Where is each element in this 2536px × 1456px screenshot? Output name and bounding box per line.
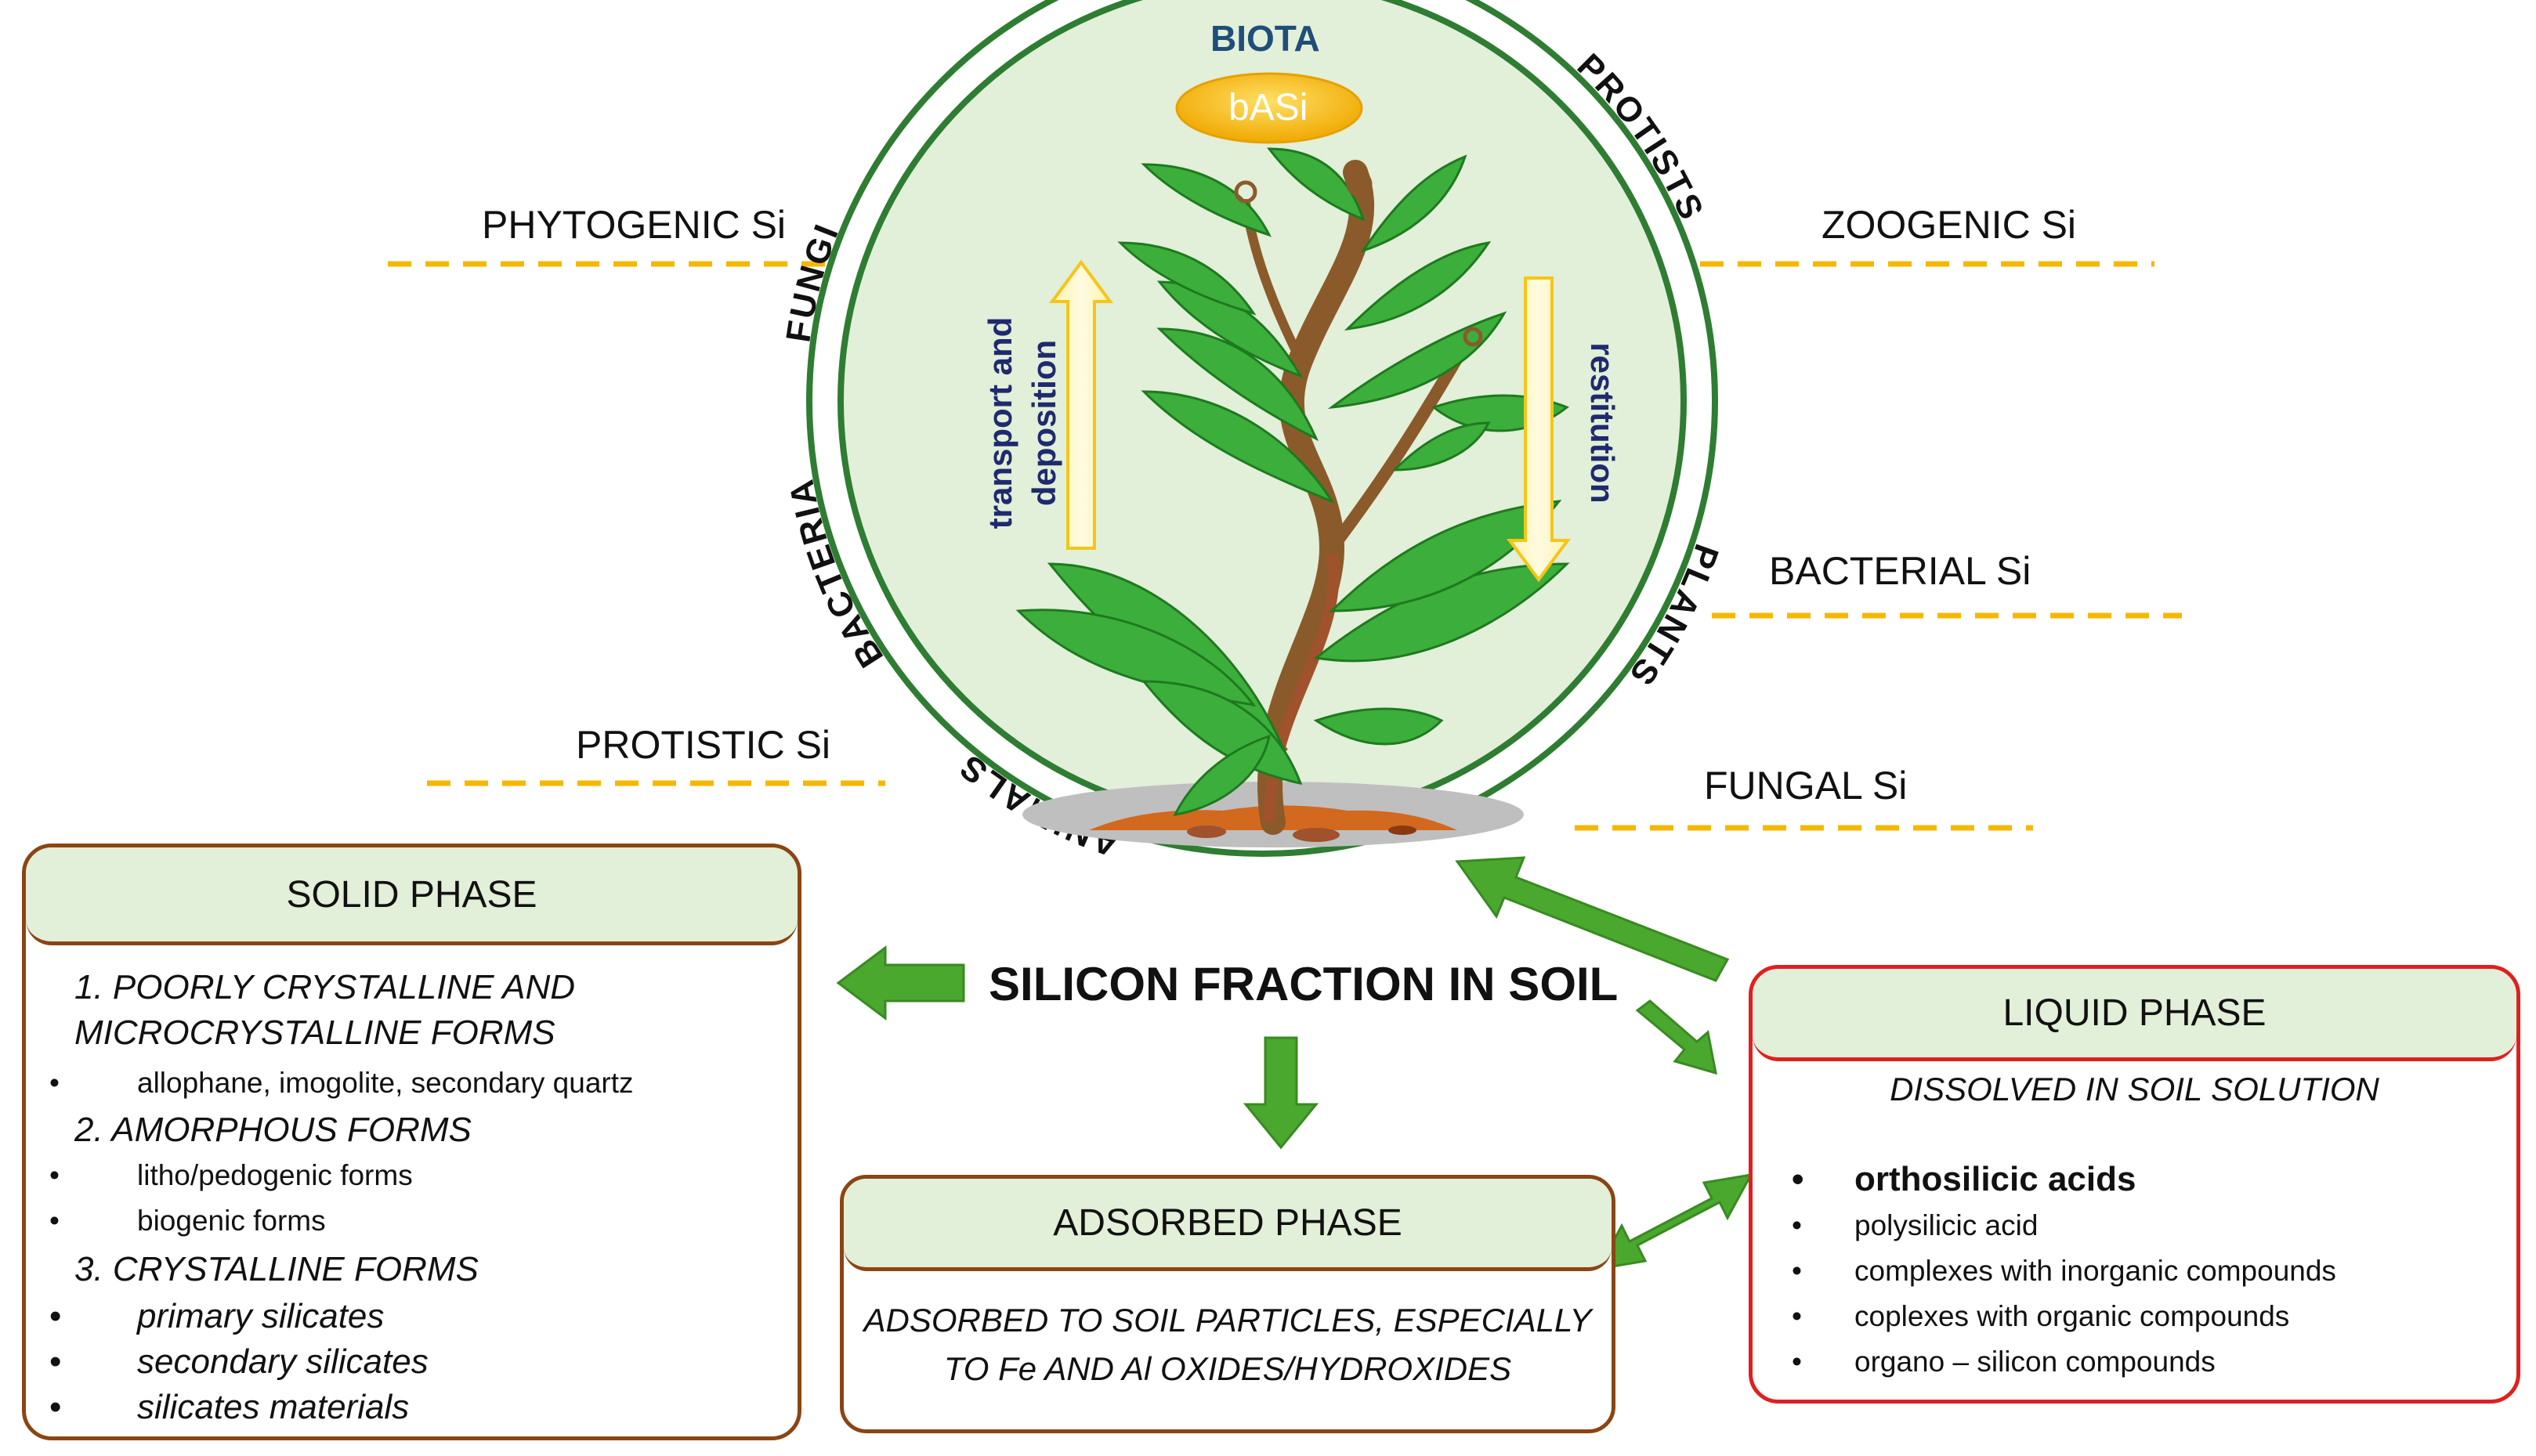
liquid-item-2-text: polysilicic acid bbox=[1854, 1209, 2039, 1241]
solid-h2-item-2-text: biogenic forms bbox=[137, 1205, 326, 1237]
restitution-label: restitution bbox=[1584, 342, 1621, 504]
liquid-item-4-text: coplexes with organic compounds bbox=[1854, 1300, 2290, 1332]
adsorbed-phase-title: ADSORBED PHASE bbox=[1053, 1202, 1402, 1244]
plant-illustration bbox=[1015, 147, 1570, 835]
arrow-to-biota bbox=[1455, 856, 1730, 982]
solid-h1-line2: MICROCRYSTALLINE FORMS bbox=[74, 1013, 555, 1052]
solid-h2-item-1: • litho/pedogenic forms bbox=[49, 1159, 413, 1191]
phytogenic-label: PHYTOGENIC Si bbox=[482, 203, 787, 247]
solid-h3-item-3: • silicates materials bbox=[49, 1388, 410, 1426]
biota-title: BIOTA bbox=[1210, 18, 1320, 59]
liquid-phase-subtitle: DISSOLVED IN SOIL SOLUTION bbox=[1890, 1071, 2379, 1107]
green-arrows bbox=[836, 856, 1753, 1270]
solid-h3: 3. CRYSTALLINE FORMS bbox=[74, 1250, 479, 1288]
protistic-label: PROTISTIC Si bbox=[576, 723, 831, 767]
arrow-to-liquid bbox=[1635, 999, 1717, 1075]
solid-h2-item-1-text: litho/pedogenic forms bbox=[137, 1159, 413, 1191]
liquid-phase-header: LIQUID PHASE bbox=[1753, 969, 2516, 1061]
zoogenic-label: ZOOGENIC Si bbox=[1822, 203, 2077, 247]
dashed-lines bbox=[388, 261, 2182, 831]
solid-h1-line1: 1. POORLY CRYSTALLINE AND bbox=[74, 968, 576, 1006]
solid-h3-item-2: • secondary silicates bbox=[49, 1342, 429, 1381]
bacterial-label: BACTERIAL Si bbox=[1769, 549, 2031, 593]
center-title: SILICON FRACTION IN SOIL bbox=[989, 958, 1619, 1010]
arrow-to-solid bbox=[836, 945, 965, 1021]
solid-h1-item-text: allophane, imogolite, secondary quartz bbox=[137, 1067, 634, 1099]
adsorbed-phase-header: ADSORBED PHASE bbox=[844, 1179, 1612, 1271]
solid-phase-header: SOLID PHASE bbox=[26, 847, 798, 945]
solid-phase-content: 1. POORLY CRYSTALLINE AND MICROCRYSTALLI… bbox=[74, 965, 782, 1056]
solid-phase-title: SOLID PHASE bbox=[286, 873, 537, 916]
liquid-item-4: • coplexes with organic compounds bbox=[1792, 1300, 2290, 1332]
liquid-phase-box: LIQUID PHASE DISSOLVED IN SOIL SOLUTION … bbox=[1749, 965, 2520, 1404]
arrow-to-adsorbed bbox=[1243, 1036, 1319, 1150]
down-arrow bbox=[1507, 276, 1571, 583]
liquid-item-2: • polysilicic acid bbox=[1792, 1209, 2039, 1241]
liquid-item-3: • complexes with inorganic compounds bbox=[1792, 1255, 2336, 1287]
fungal-label: FUNGAL Si bbox=[1704, 764, 1908, 807]
adsorbed-desc-line1: ADSORBED TO SOIL PARTICLES, ESPECIALLY bbox=[863, 1302, 1592, 1339]
solid-h2: 2. AMORPHOUS FORMS bbox=[74, 1111, 472, 1149]
adsorbed-phase-desc: ADSORBED TO SOIL PARTICLES, ESPECIALLY T… bbox=[844, 1296, 1612, 1393]
solid-h3-item-3-text: silicates materials bbox=[137, 1388, 410, 1426]
liquid-item-3-text: complexes with inorganic compounds bbox=[1854, 1255, 2336, 1287]
solid-h1-item: • allophane, imogolite, secondary quartz bbox=[49, 1067, 634, 1099]
liquid-phase-title: LIQUID PHASE bbox=[2002, 992, 2266, 1034]
transport-deposition-label: transport and deposition bbox=[979, 317, 1066, 529]
up-arrow bbox=[1049, 259, 1113, 550]
arrow-adsorbed-liquid bbox=[1596, 1173, 1753, 1270]
solid-h3-item-1: • primary silicates bbox=[49, 1297, 385, 1335]
solid-phase-box: SOLID PHASE 1. POORLY CRYSTALLINE AND MI… bbox=[22, 844, 801, 1440]
solid-h3-item-1-text: primary silicates bbox=[137, 1297, 385, 1335]
transport-label-line2: deposition bbox=[1026, 339, 1062, 507]
solid-h2-item-2: • biogenic forms bbox=[49, 1205, 326, 1237]
solid-h3-item-2-text: secondary silicates bbox=[137, 1342, 429, 1381]
basi-label: bASi bbox=[1228, 87, 1308, 128]
basi-ellipse bbox=[1175, 72, 1363, 144]
liquid-item-1-text: orthosilicic acids bbox=[1854, 1160, 2136, 1198]
transport-label-line1: transport and bbox=[982, 316, 1018, 529]
liquid-item-5: • organo – silicon compounds bbox=[1792, 1346, 2216, 1378]
adsorbed-phase-box: ADSORBED PHASE ADSORBED TO SOIL PARTICLE… bbox=[840, 1175, 1615, 1433]
adsorbed-desc-line2: TO Fe AND Al OXIDES/HYDROXIDES bbox=[943, 1350, 1512, 1387]
liquid-item-5-text: organo – silicon compounds bbox=[1854, 1346, 2216, 1378]
liquid-item-1: • orthosilicic acids bbox=[1792, 1160, 2136, 1198]
